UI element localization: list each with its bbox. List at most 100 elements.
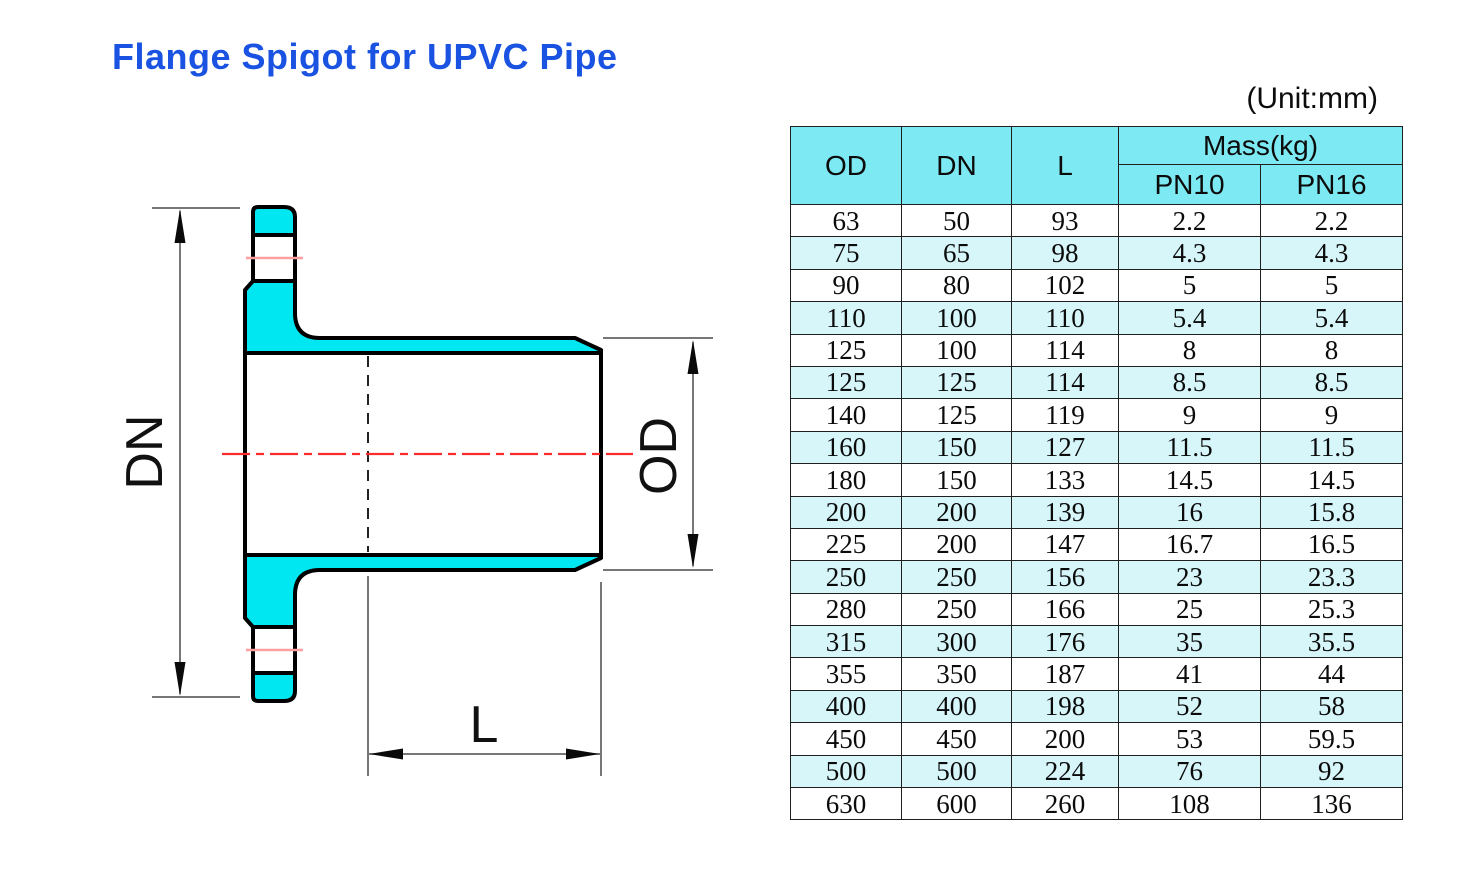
od-arrow-up-icon bbox=[687, 340, 699, 374]
table-cell: 16.7 bbox=[1118, 527, 1261, 562]
table-cell: 400 bbox=[790, 689, 902, 724]
od-arrow-down-icon bbox=[687, 534, 699, 568]
table-cell: 140 bbox=[790, 398, 902, 432]
page-title: Flange Spigot for UPVC Pipe bbox=[112, 36, 618, 77]
table-cell: 76 bbox=[1118, 754, 1261, 789]
table-cell: 125 bbox=[790, 365, 902, 400]
table-cell: 224 bbox=[1011, 754, 1119, 789]
table-cell: 156 bbox=[1011, 560, 1119, 594]
dn-label: DN bbox=[116, 414, 174, 489]
table-cell: 114 bbox=[1011, 333, 1119, 367]
od-label: OD bbox=[630, 417, 688, 495]
flange-top-body bbox=[243, 279, 603, 355]
table-cell: 133 bbox=[1011, 463, 1119, 497]
table-cell: 11.5 bbox=[1260, 430, 1403, 465]
table-cell: 350 bbox=[901, 657, 1012, 691]
table-cell: 4.3 bbox=[1118, 236, 1261, 270]
table-cell: 9 bbox=[1260, 398, 1403, 432]
table-cell: 58 bbox=[1260, 689, 1403, 724]
table-cell: 8.5 bbox=[1260, 365, 1403, 400]
header-row-2: PN10 PN16 bbox=[791, 164, 1403, 205]
table-cell: 9 bbox=[1118, 398, 1261, 432]
l-arrow-right-icon bbox=[566, 748, 600, 760]
table-cell: 75 bbox=[790, 236, 902, 270]
table-cell: 450 bbox=[790, 722, 902, 756]
table-cell: 2.2 bbox=[1260, 203, 1403, 238]
flange-bottom-collar bbox=[251, 671, 297, 703]
table-cell: 166 bbox=[1011, 592, 1119, 627]
table-cell: 125 bbox=[901, 398, 1012, 432]
table-cell: 200 bbox=[1011, 722, 1119, 756]
table-cell: 260 bbox=[1011, 787, 1119, 821]
table-cell: 160 bbox=[790, 430, 902, 465]
table-cell: 52 bbox=[1118, 689, 1261, 724]
table-cell: 80 bbox=[901, 268, 1012, 303]
table-cell: 250 bbox=[790, 560, 902, 594]
table-cell: 280 bbox=[790, 592, 902, 627]
table-cell: 500 bbox=[790, 754, 902, 789]
flange-top-collar bbox=[251, 205, 297, 237]
table-cell: 200 bbox=[790, 495, 902, 529]
table-cell: 2.2 bbox=[1118, 203, 1261, 238]
table-cell: 35 bbox=[1118, 625, 1261, 659]
table-cell: 16 bbox=[1118, 495, 1261, 529]
table-cell: 500 bbox=[901, 754, 1012, 789]
table-cell: 127 bbox=[1011, 430, 1119, 465]
table-cell: 150 bbox=[901, 430, 1012, 465]
table-cell: 200 bbox=[901, 495, 1012, 529]
table-cell: 8.5 bbox=[1118, 365, 1261, 400]
table-cell: 16.5 bbox=[1260, 527, 1403, 562]
table-cell: 65 bbox=[901, 236, 1012, 270]
spec-table-header: OD DN L Mass(kg) PN10 PN16 bbox=[790, 126, 1403, 205]
table-cell: 5 bbox=[1118, 268, 1261, 303]
table-cell: 15.8 bbox=[1260, 495, 1403, 529]
table-cell: 50 bbox=[901, 203, 1012, 238]
l-arrow-left-icon bbox=[369, 748, 403, 760]
table-cell: 14.5 bbox=[1118, 463, 1261, 497]
l-label: L bbox=[470, 696, 499, 754]
table-cell: 176 bbox=[1011, 625, 1119, 659]
table-cell: 450 bbox=[901, 722, 1012, 756]
table-cell: 59.5 bbox=[1260, 722, 1403, 756]
dn-arrow-up-icon bbox=[174, 209, 186, 243]
table-cell: 8 bbox=[1260, 333, 1403, 367]
table-cell: 35.5 bbox=[1260, 625, 1403, 659]
table-cell: 11.5 bbox=[1118, 430, 1261, 465]
flange-bottom-body bbox=[243, 553, 603, 629]
table-cell: 600 bbox=[901, 787, 1012, 821]
table-cell: 187 bbox=[1011, 657, 1119, 691]
table-cell: 198 bbox=[1011, 689, 1119, 724]
table-cell: 93 bbox=[1011, 203, 1119, 238]
table-cell: 630 bbox=[790, 787, 902, 821]
column-header-pn10: PN10 bbox=[1118, 164, 1261, 205]
table-cell: 44 bbox=[1260, 657, 1403, 691]
table-cell: 100 bbox=[901, 301, 1012, 335]
table-cell: 315 bbox=[790, 625, 902, 659]
table-cell: 300 bbox=[901, 625, 1012, 659]
table-cell: 102 bbox=[1011, 268, 1119, 303]
table-cell: 100 bbox=[901, 333, 1012, 367]
table-cell: 150 bbox=[901, 463, 1012, 497]
table-cell: 23.3 bbox=[1260, 560, 1403, 594]
table-cell: 400 bbox=[901, 689, 1012, 724]
table-cell: 110 bbox=[790, 301, 902, 335]
flange-drawing-svg: DN OD L bbox=[116, 205, 713, 776]
table-cell: 5.4 bbox=[1118, 301, 1261, 335]
table-cell: 139 bbox=[1011, 495, 1119, 529]
table-cell: 125 bbox=[790, 333, 902, 367]
table-cell: 125 bbox=[901, 365, 1012, 400]
